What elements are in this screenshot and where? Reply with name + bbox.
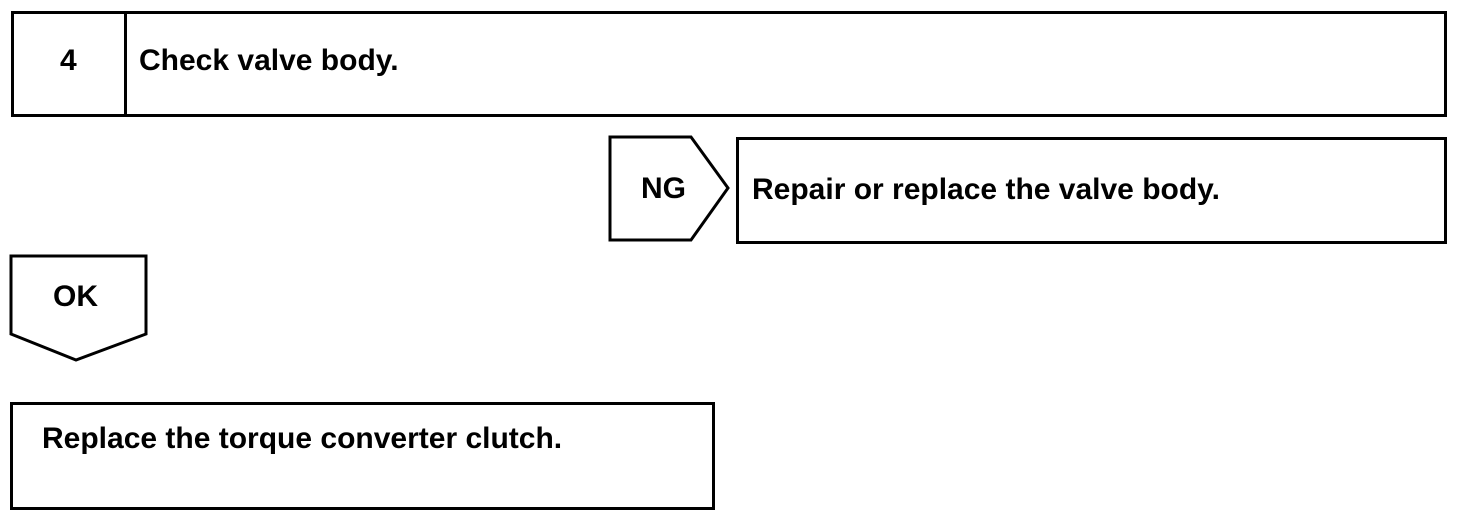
ng-result-text: Repair or replace the valve body.	[752, 173, 1220, 206]
ng-label: NG	[641, 172, 686, 205]
ok-result-text: Replace the torque converter clutch.	[42, 422, 563, 455]
step-box	[11, 11, 1447, 117]
step-title: Check valve body.	[139, 44, 399, 77]
step-number: 4	[60, 44, 77, 77]
step-divider	[124, 11, 127, 117]
ok-result-box	[10, 402, 715, 510]
ok-label: OK	[53, 280, 98, 313]
ng-result-box	[736, 137, 1447, 244]
